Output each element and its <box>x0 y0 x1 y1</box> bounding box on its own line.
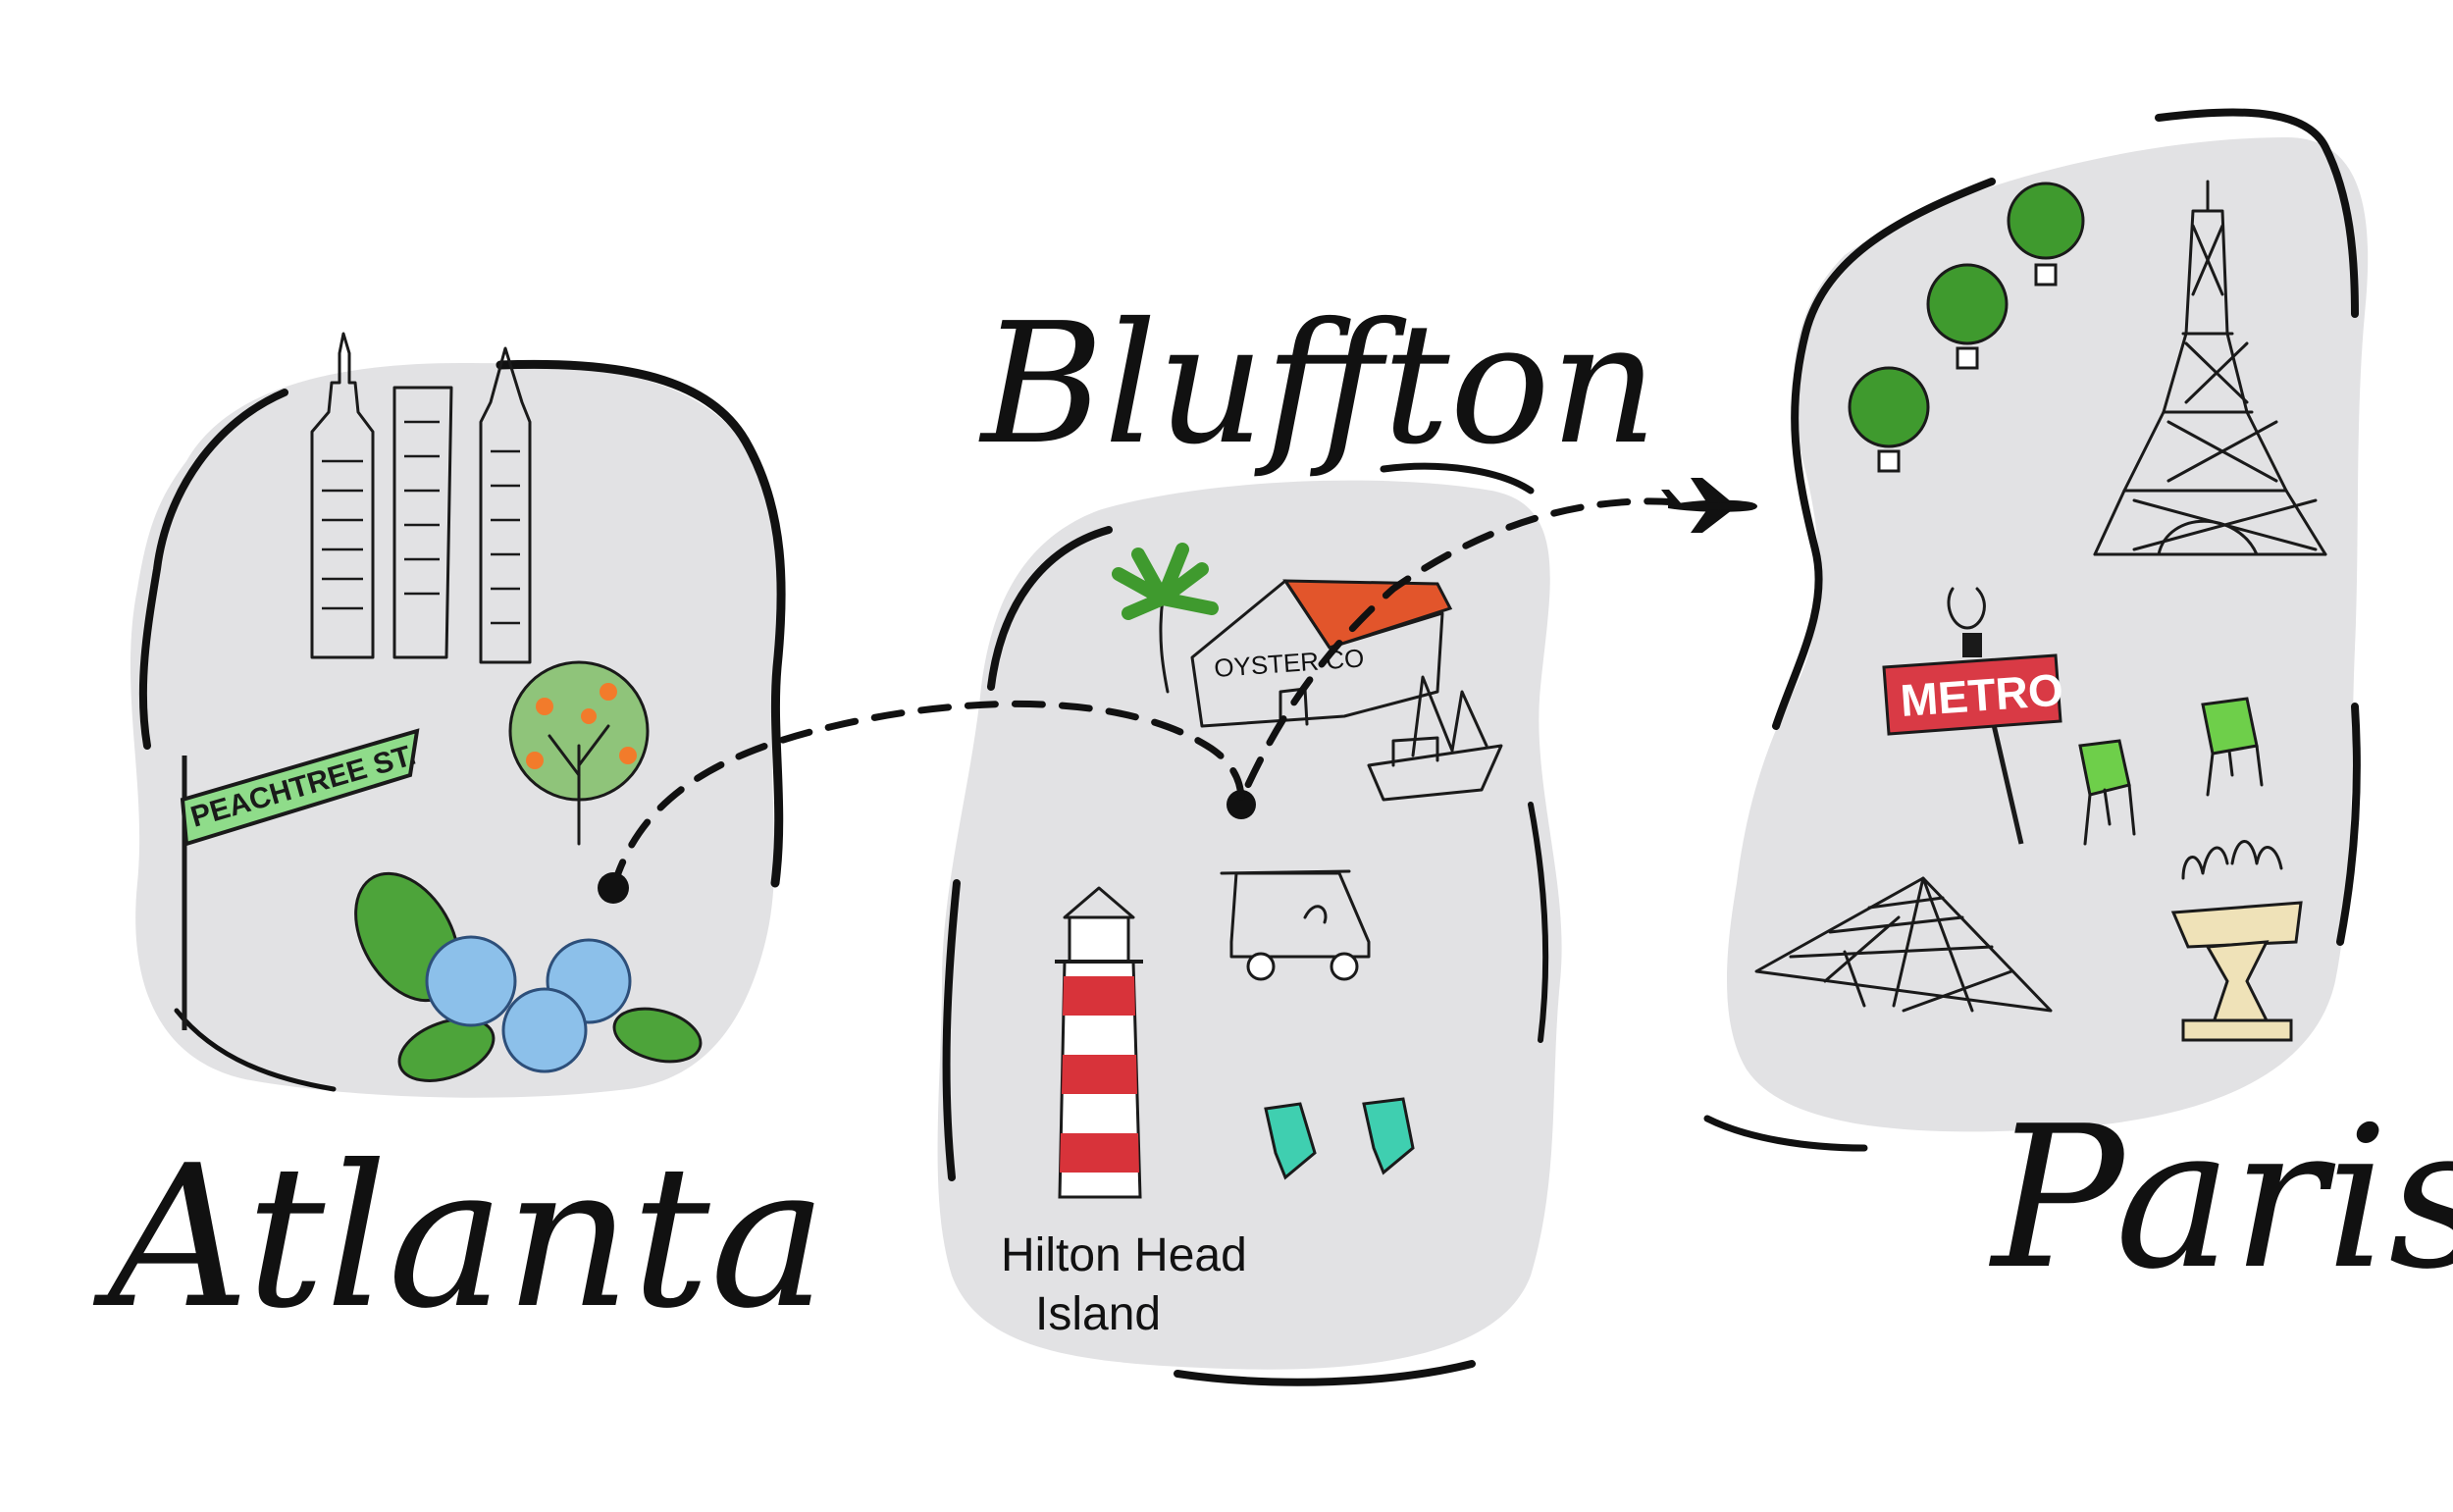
region-atlanta: PEACHTREE ST. Atlanta <box>92 332 827 1352</box>
topiary-trees-icon <box>1848 182 2085 473</box>
adirondack-chairs-icon <box>1264 1097 1415 1180</box>
lighthouse-icon <box>1055 886 1143 1199</box>
paris-label: Paris <box>1988 1084 2453 1313</box>
airplane-icon <box>1661 478 1757 533</box>
hydrangea-flowers-icon <box>354 871 703 1082</box>
travel-route <box>598 478 1757 904</box>
louvre-pyramid-icon <box>1754 876 2053 1013</box>
atlanta-label: Atlanta <box>92 1123 827 1352</box>
palm-tree-icon <box>1112 543 1219 694</box>
bluffton-outline-top <box>1380 462 1535 495</box>
paris-outline-bottom <box>1703 1115 1868 1152</box>
paris-outline-right <box>2155 108 2361 946</box>
region-bluffton: OYSTER CO <box>937 287 1657 1386</box>
shrimp-boat-icon <box>1367 675 1503 802</box>
route-dashed-line <box>609 497 1682 892</box>
atlanta-outline-left <box>138 389 288 750</box>
hilton-head-label-line2: Island <box>1035 1288 1161 1340</box>
bluffton-outline-left <box>942 526 1113 1181</box>
metro-sign-text: METRO <box>1899 664 2064 726</box>
atlanta-route-dot <box>598 872 629 904</box>
metro-sign-icon: METRO <box>1882 587 2064 845</box>
paris-outline-left <box>1772 178 1996 730</box>
bluffton-label: Bluffton <box>978 287 1657 482</box>
atlanta-blob-fill <box>130 363 784 1098</box>
atlanta-outline-bottom <box>174 1008 337 1092</box>
region-paris: METRO Paris <box>1703 108 2453 1313</box>
golf-cart-icon <box>1220 869 1371 981</box>
hilton-head-label-line1: Hilton Head <box>1001 1229 1247 1281</box>
eiffel-tower-icon <box>2093 180 2327 556</box>
fountain-icon <box>2170 840 2303 1042</box>
bluffton-outline-bottom <box>1174 1360 1476 1386</box>
bluffton-route-dot <box>1226 790 1256 819</box>
bluffton-outline-right <box>1528 802 1549 1043</box>
cafe-chairs-icon <box>2078 697 2264 846</box>
atlanta-outline <box>496 359 786 888</box>
peach-tree-icon <box>508 660 650 846</box>
skyscrapers-icon <box>310 332 532 664</box>
